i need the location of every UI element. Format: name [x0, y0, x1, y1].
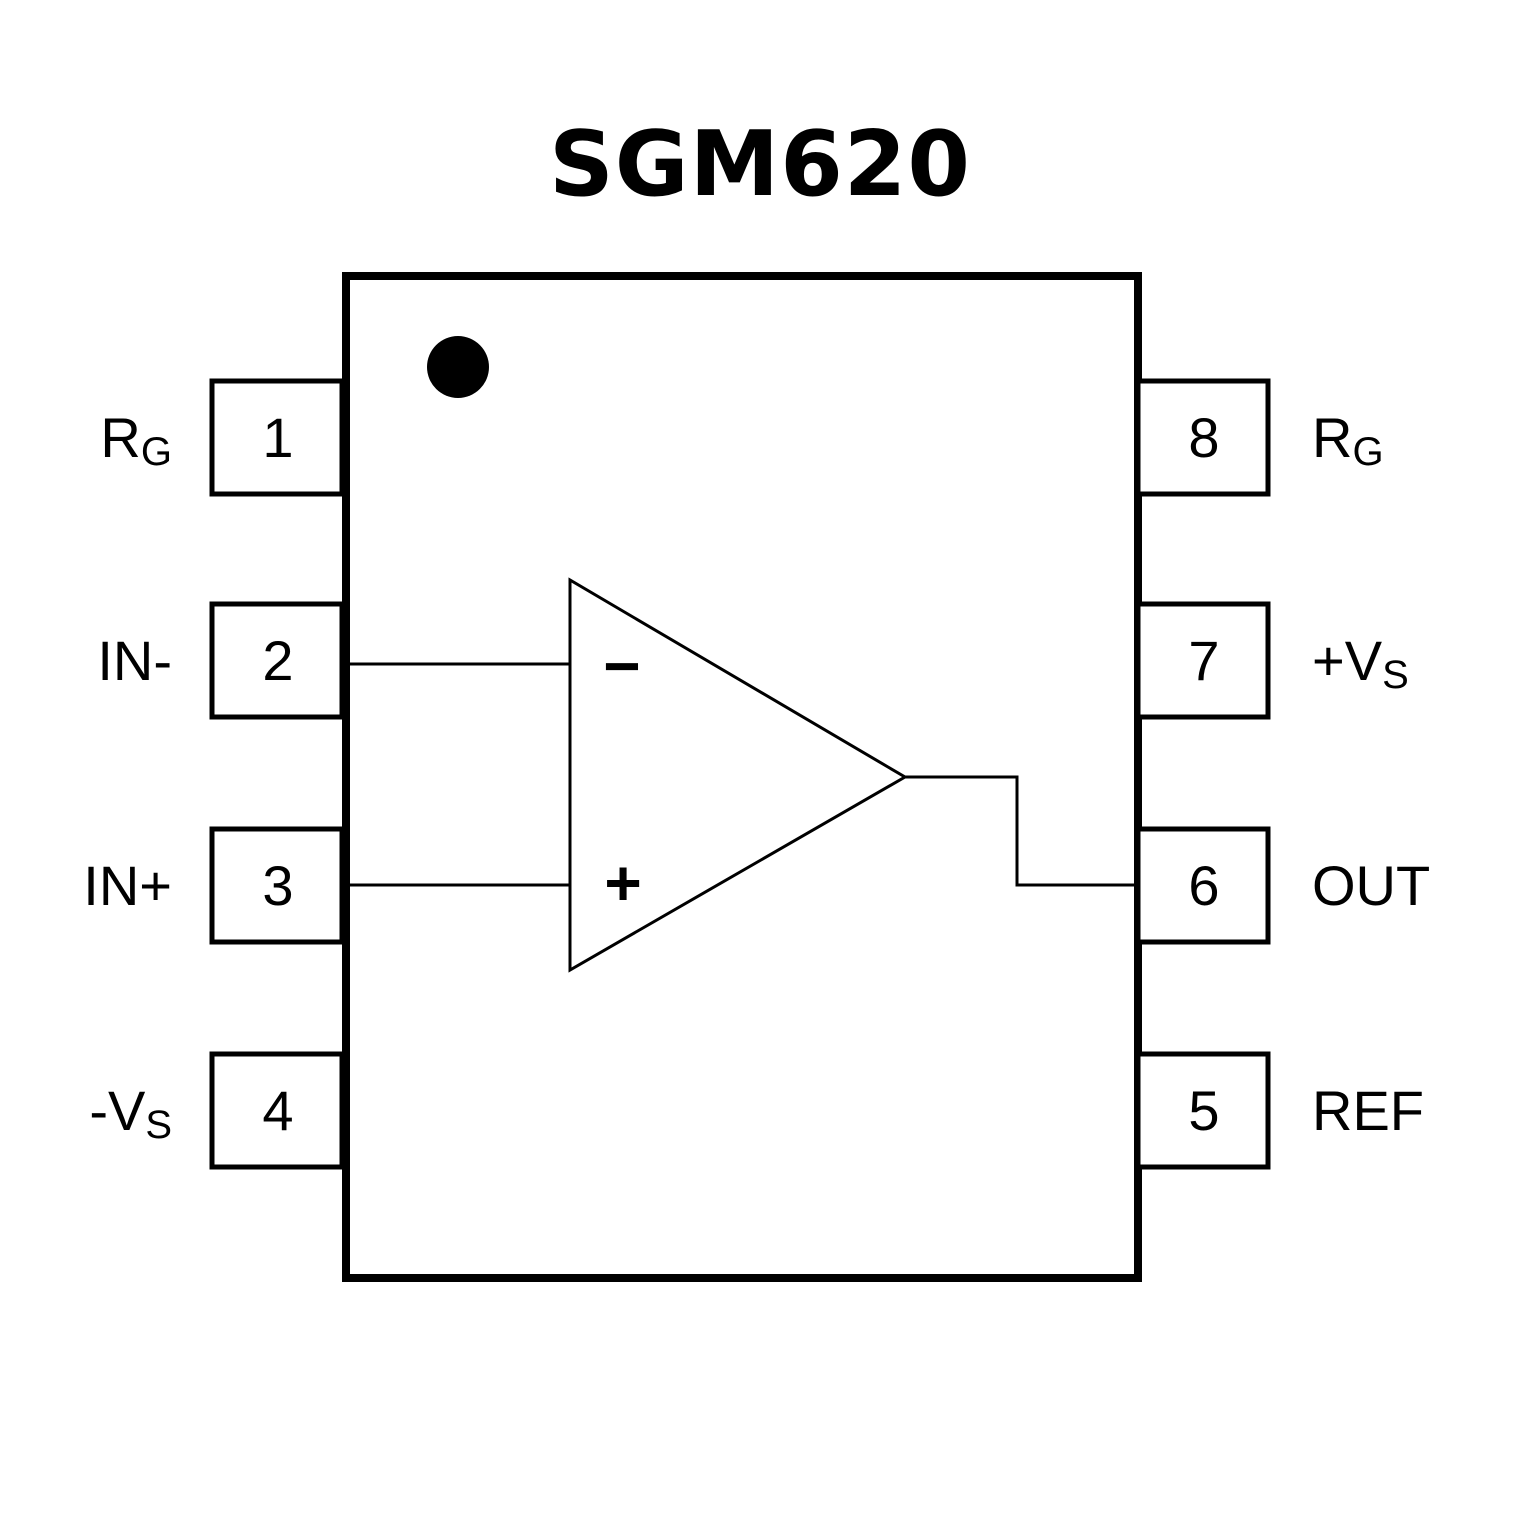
- pin-label: REF: [1312, 1079, 1424, 1142]
- pin-number: 6: [1188, 854, 1219, 917]
- pin-label: RG: [100, 406, 172, 474]
- opamp-triangle: [568, 577, 908, 973]
- pin-number: 5: [1188, 1079, 1219, 1142]
- pin-number: 4: [262, 1079, 293, 1142]
- pin-7: 7 +VS: [1135, 601, 1409, 720]
- wire-out: [905, 775, 1138, 887]
- pin-label: OUT: [1312, 854, 1430, 917]
- pin-number: 1: [262, 406, 293, 469]
- pin-1: 1 RG: [100, 378, 345, 497]
- pin-label: -VS: [89, 1079, 172, 1147]
- pin-6: 6 OUT: [1135, 826, 1430, 945]
- chip-title: SGM620: [548, 112, 972, 217]
- pin-number: 2: [262, 629, 293, 692]
- pin-5: 5 REF: [1135, 1051, 1424, 1170]
- pin-2: 2 IN-: [97, 601, 345, 720]
- pin-box: [209, 601, 345, 720]
- pin-box: [1135, 378, 1271, 497]
- pin-box: [209, 826, 345, 945]
- pin-box: [209, 378, 345, 497]
- pin-4: 4 -VS: [89, 1051, 345, 1170]
- opamp-inverting-symbol: −: [603, 630, 640, 702]
- pin-label: RG: [1312, 406, 1384, 474]
- opamp-noninverting-symbol: +: [604, 847, 641, 919]
- pin-box: [1135, 601, 1271, 720]
- pin-number: 3: [262, 854, 293, 917]
- pin-label: IN-: [97, 629, 172, 692]
- pin-box: [1135, 1051, 1271, 1170]
- pin-number: 7: [1188, 629, 1219, 692]
- pin-number: 8: [1188, 406, 1219, 469]
- pin-box: [209, 1051, 345, 1170]
- pin-label: +VS: [1312, 629, 1409, 697]
- pin-8: 8 RG: [1135, 378, 1384, 497]
- pin-label: IN+: [83, 854, 172, 917]
- pin-3: 3 IN+: [83, 826, 345, 945]
- pin1-indicator-dot: [427, 336, 489, 398]
